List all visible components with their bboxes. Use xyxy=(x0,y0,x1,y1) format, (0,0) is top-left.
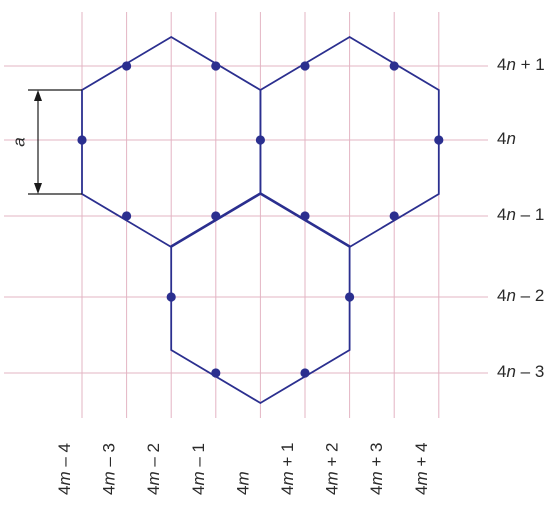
label-offset: – 2 xyxy=(516,286,544,305)
label-coefficient: 4 xyxy=(497,286,506,305)
label-variable: m xyxy=(323,471,342,485)
lattice-site-dot xyxy=(389,61,399,71)
label-offset: – 3 xyxy=(516,362,544,381)
dimension-arrowhead-down xyxy=(34,183,42,194)
label-coefficient: 4 xyxy=(100,486,119,495)
label-variable: m xyxy=(234,471,253,485)
label-variable: m xyxy=(412,471,431,485)
lattice-site-dot xyxy=(434,135,444,145)
label-variable: n xyxy=(506,286,515,305)
label-variable: m xyxy=(368,471,387,485)
lattice-site-dot xyxy=(345,292,355,302)
vertical-grid-lines xyxy=(81,12,440,418)
row-label: 4n + 1 xyxy=(497,55,545,74)
column-label: 4m – 4 xyxy=(55,443,74,495)
column-label: 4m – 3 xyxy=(100,443,119,495)
column-label: 4m + 1 xyxy=(278,443,297,495)
label-coefficient: 4 xyxy=(497,205,506,224)
label-coefficient: 4 xyxy=(412,486,431,495)
label-variable: n xyxy=(506,55,515,74)
label-coefficient: 4 xyxy=(145,486,164,495)
horizontal-grid-lines xyxy=(4,65,488,374)
lattice-site-dot xyxy=(122,61,132,71)
label-coefficient: 4 xyxy=(55,486,74,495)
label-offset: – 2 xyxy=(145,443,164,471)
label-variable: n xyxy=(506,129,515,148)
label-offset: – 4 xyxy=(55,443,74,471)
label-offset: + 2 xyxy=(323,443,342,472)
label-coefficient: 4 xyxy=(497,362,506,381)
lattice-site-dot xyxy=(77,135,87,145)
label-coefficient: 4 xyxy=(323,486,342,495)
label-offset: + 1 xyxy=(278,443,297,472)
column-label: 4m + 3 xyxy=(368,443,387,495)
lattice-constant-marker: a xyxy=(9,89,82,195)
lattice-site-dot xyxy=(211,61,221,71)
label-coefficient: 4 xyxy=(189,486,208,495)
lattice-site-dot xyxy=(300,211,310,221)
label-coefficient: 4 xyxy=(368,486,387,495)
lattice-site-dot xyxy=(166,292,176,302)
row-label: 4n – 1 xyxy=(497,205,544,224)
column-label: 4m + 4 xyxy=(412,443,431,495)
label-coefficient: 4 xyxy=(497,129,506,148)
column-label: 4m xyxy=(234,471,253,495)
lattice-sites xyxy=(77,61,444,378)
lattice-site-dot xyxy=(389,211,399,221)
label-offset: + 4 xyxy=(412,443,431,472)
lattice-site-dot xyxy=(211,211,221,221)
dimension-label-a: a xyxy=(9,137,28,146)
row-label: 4n xyxy=(497,129,516,148)
lattice-site-dot xyxy=(122,211,132,221)
label-variable: m xyxy=(145,471,164,485)
label-offset: – 3 xyxy=(100,443,119,471)
label-offset: – 1 xyxy=(189,443,208,471)
hexagon-cell xyxy=(170,191,351,405)
lattice-site-dot xyxy=(255,135,265,145)
label-offset: + 1 xyxy=(516,55,545,74)
label-variable: n xyxy=(506,362,515,381)
label-variable: m xyxy=(278,471,297,485)
dimension-arrowhead-up xyxy=(34,90,42,101)
lattice-site-dot xyxy=(211,368,221,378)
lattice-site-dot xyxy=(300,368,310,378)
column-label: 4m + 2 xyxy=(323,443,342,495)
label-coefficient: 4 xyxy=(234,486,253,495)
label-coefficient: 4 xyxy=(497,55,506,74)
label-offset: – 1 xyxy=(516,205,544,224)
column-label: 4m – 2 xyxy=(145,443,164,495)
label-offset: + 3 xyxy=(368,443,387,472)
row-label: 4n – 2 xyxy=(497,286,544,305)
column-label: 4m – 1 xyxy=(189,443,208,495)
lattice-site-dot xyxy=(300,61,310,71)
label-variable: m xyxy=(189,471,208,485)
label-variable: m xyxy=(100,471,119,485)
row-label: 4n – 3 xyxy=(497,362,544,381)
label-variable: n xyxy=(506,205,515,224)
label-coefficient: 4 xyxy=(278,486,297,495)
label-variable: m xyxy=(55,471,74,485)
